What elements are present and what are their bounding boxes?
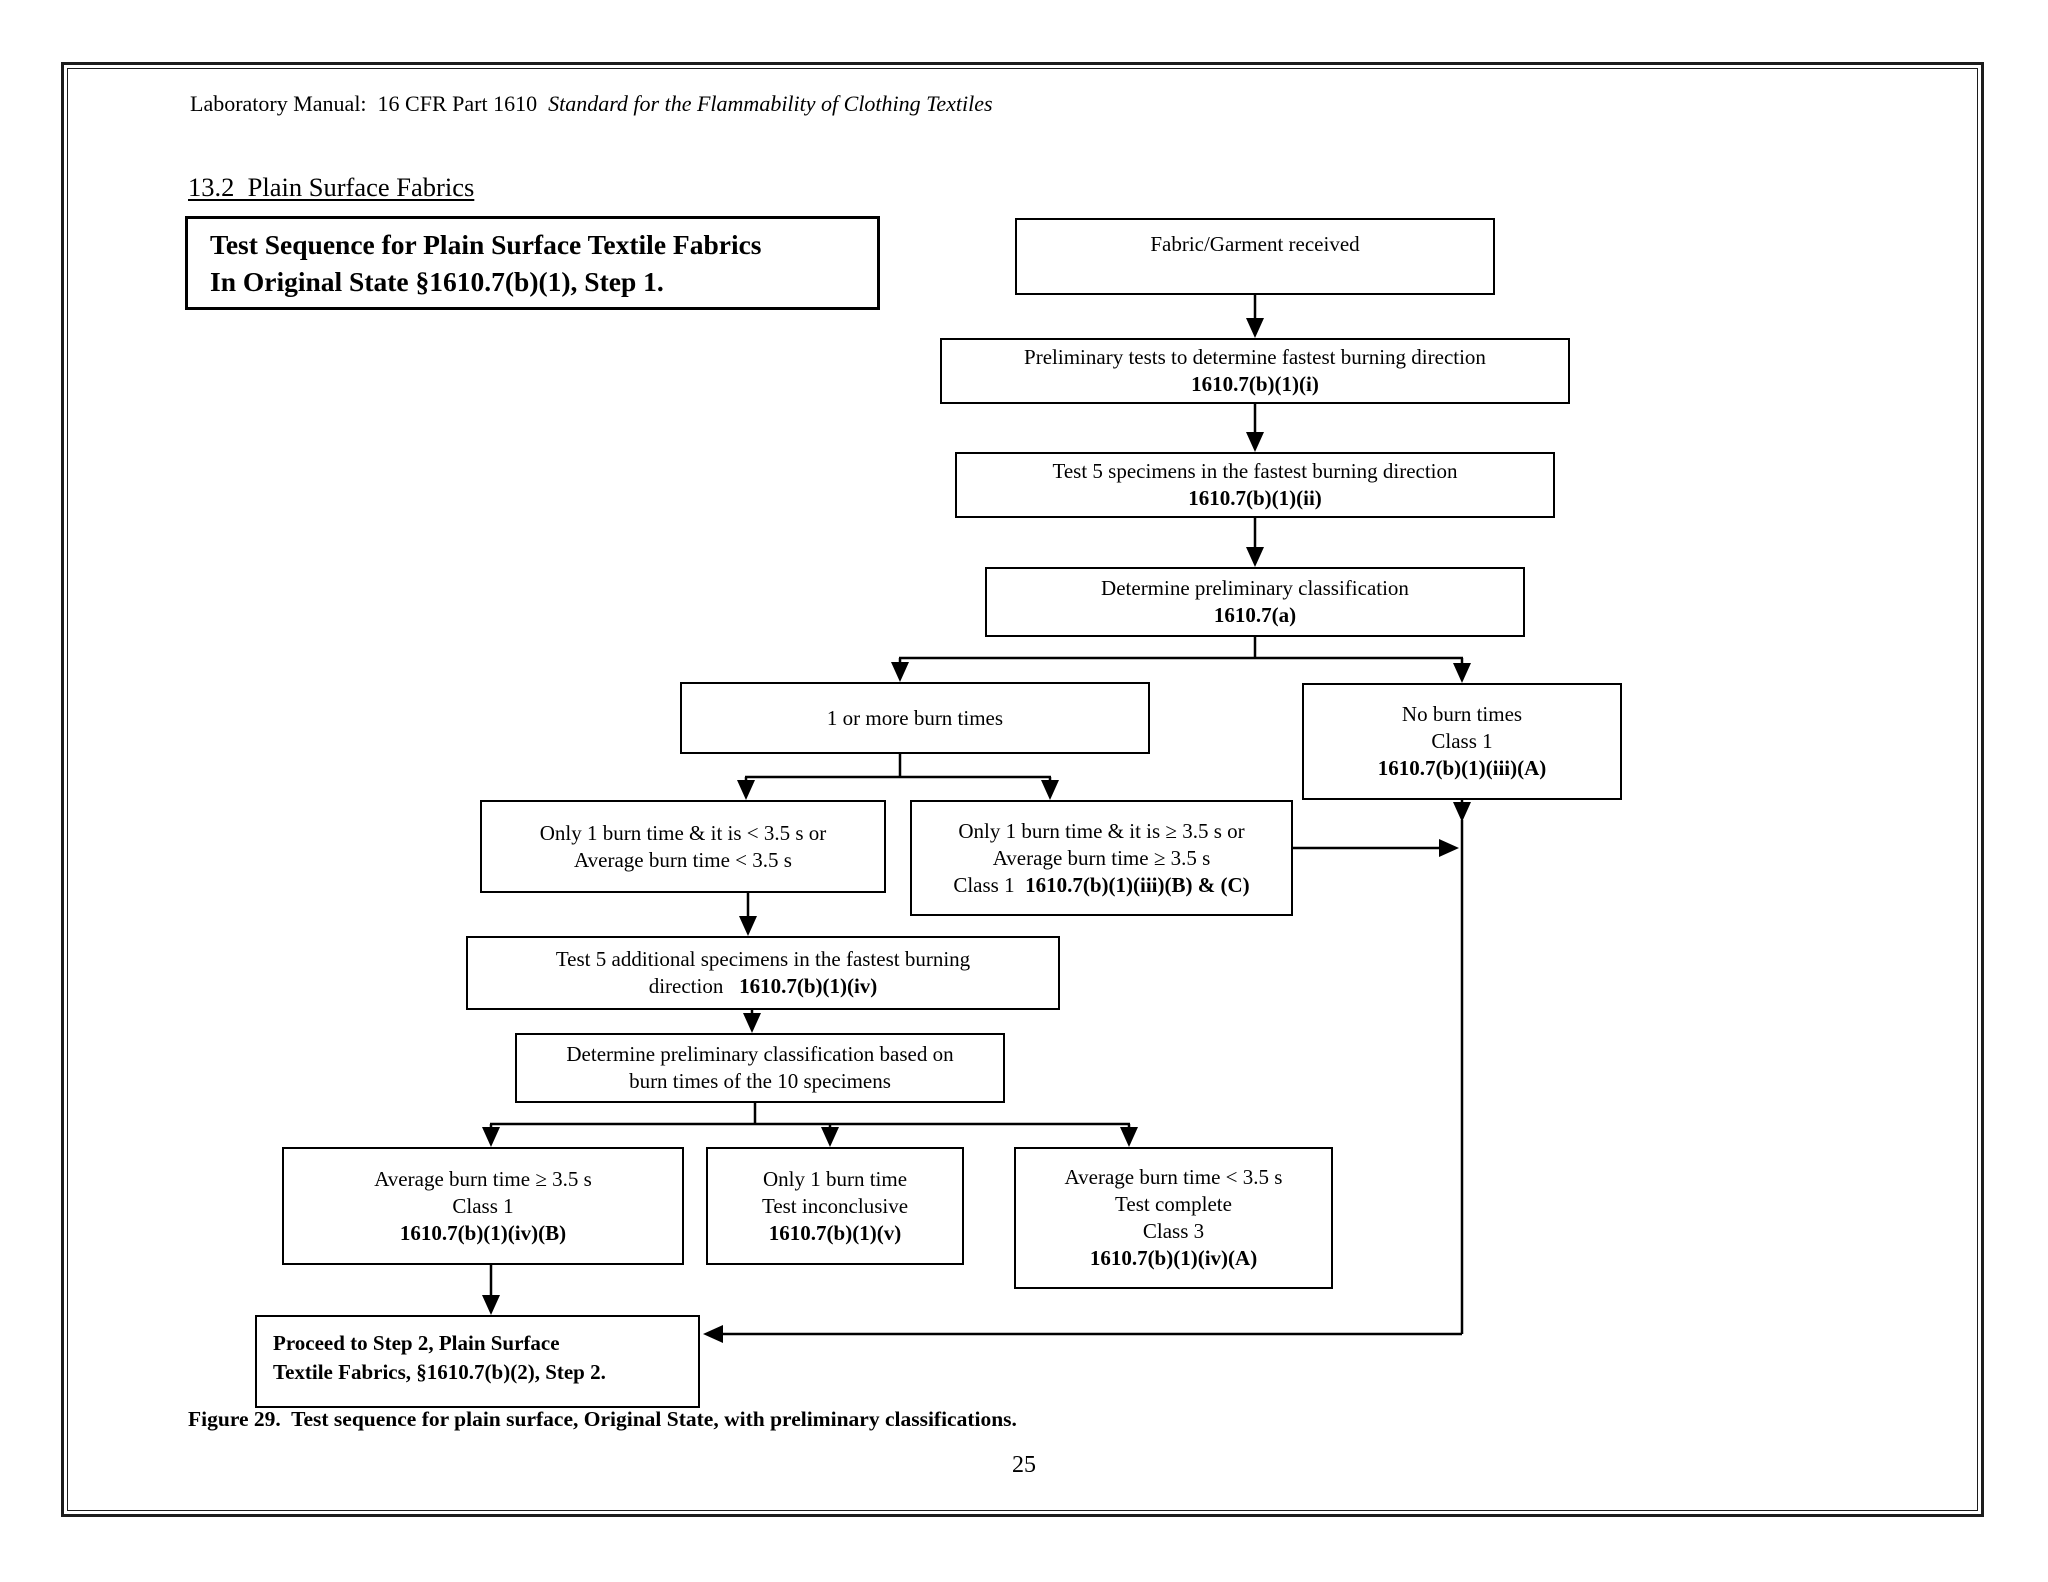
node-text: 1 or more burn times bbox=[826, 705, 1004, 730]
node-text: No burn times bbox=[1401, 702, 1523, 726]
intro-title-box: Test Sequence for Plain Surface Textile … bbox=[185, 216, 880, 310]
node-regulation-ref: 1610.7(b)(1)(v) bbox=[768, 1220, 902, 1245]
intro-title-line1: Test Sequence for Plain Surface Textile … bbox=[210, 229, 762, 260]
page-border-frame bbox=[61, 62, 1984, 1517]
node-text: direction 1610.7(b)(1)(iv) bbox=[649, 973, 878, 1000]
node-regulation-ref: 1610.7(b)(1)(iv) bbox=[739, 974, 878, 998]
node-regulation-ref: 1610.7(b)(1)(ii) bbox=[1188, 486, 1322, 510]
node-determine-preliminary-classification: Determine preliminary classification 161… bbox=[985, 567, 1525, 637]
header-title-italic: Standard for the Flammability of Clothin… bbox=[548, 91, 993, 116]
node-text: Test 5 additional specimens in the faste… bbox=[555, 947, 971, 971]
node-text: Test 5 specimens in the fastest burning … bbox=[1052, 459, 1458, 483]
connector-lines bbox=[489, 295, 1464, 1336]
page-border-inner-line bbox=[67, 68, 1978, 1511]
node-text: Only 1 burn time bbox=[762, 1166, 908, 1191]
node-text: Fabric/Garment received bbox=[1150, 232, 1360, 256]
section-heading: 13.2 Plain Surface Fabrics bbox=[188, 172, 475, 202]
node-only-1-burn-time-lt-3-5: Only 1 burn time & it is < 3.5 s or Aver… bbox=[480, 800, 886, 893]
intro-title-line2: In Original State §1610.7(b)(1), Step 1. bbox=[210, 266, 664, 297]
node-text: Proceed to Step 2, Plain Surface bbox=[273, 1331, 560, 1355]
node-proceed-to-step-2: Proceed to Step 2, Plain Surface Textile… bbox=[255, 1315, 700, 1408]
node-text: Only 1 burn time & it is ≥ 3.5 s or bbox=[958, 818, 1245, 843]
node-test-5-additional-specimens: Test 5 additional specimens in the faste… bbox=[466, 936, 1060, 1010]
node-class-label: Class 1 bbox=[953, 872, 1026, 897]
node-regulation-ref: 1610.7(b)(1)(iii)(A) bbox=[1377, 756, 1547, 780]
node-regulation-ref: 1610.7(b)(1)(iii)(B) & (C) bbox=[1025, 872, 1250, 897]
node-regulation-ref: 1610.7(b)(1)(iv)(B) bbox=[399, 1220, 567, 1245]
node-only-1-burn-time-inconclusive: Only 1 burn time Test inconclusive 1610.… bbox=[706, 1147, 964, 1265]
node-text: Determine preliminary classification bas… bbox=[566, 1042, 954, 1066]
node-text-prefix: direction bbox=[648, 974, 740, 998]
page-header: Laboratory Manual: 16 CFR Part 1610 Stan… bbox=[190, 90, 993, 118]
node-text: Test inconclusive bbox=[761, 1193, 909, 1218]
page-number: 25 bbox=[1012, 1452, 1036, 1478]
node-average-ge-3-5-class-1: Average burn time ≥ 3.5 s Class 1 1610.7… bbox=[282, 1147, 684, 1265]
node-preliminary-tests: Preliminary tests to determine fastest b… bbox=[940, 338, 1570, 404]
node-only-1-burn-time-ge-3-5-class-1: Only 1 burn time & it is ≥ 3.5 s or Aver… bbox=[910, 800, 1293, 916]
node-text: Test complete bbox=[1115, 1192, 1232, 1216]
node-text: Class 1 bbox=[452, 1193, 514, 1218]
node-text: Preliminary tests to determine fastest b… bbox=[1024, 345, 1486, 369]
node-text: Average burn time ≥ 3.5 s bbox=[992, 845, 1211, 870]
node-text: Average burn time < 3.5 s bbox=[574, 847, 792, 872]
node-no-burn-times-class-1: No burn times Class 1 1610.7(b)(1)(iii)(… bbox=[1302, 683, 1622, 800]
node-regulation-ref: 1610.7(b)(1)(i) bbox=[1191, 372, 1319, 396]
node-text: Only 1 burn time & it is < 3.5 s or bbox=[539, 820, 827, 845]
node-text: Textile Fabrics, §1610.7(b)(2), Step 2. bbox=[273, 1360, 606, 1384]
node-regulation-ref: 1610.7(a) bbox=[1213, 603, 1297, 627]
node-text: Class 1 bbox=[1431, 729, 1493, 753]
node-test-5-specimens: Test 5 specimens in the fastest burning … bbox=[955, 452, 1555, 518]
figure-caption: Figure 29. Test sequence for plain surfa… bbox=[188, 1407, 1017, 1431]
node-one-or-more-burn-times: 1 or more burn times bbox=[680, 682, 1150, 754]
node-average-lt-3-5-class-3: Average burn time < 3.5 s Test complete … bbox=[1014, 1147, 1333, 1289]
node-text: Determine preliminary classification bbox=[1101, 576, 1409, 600]
node-text: burn times of the 10 specimens bbox=[629, 1069, 891, 1093]
node-text: Class 1 1610.7(b)(1)(iii)(B) & (C) bbox=[953, 872, 1249, 899]
node-regulation-ref: 1610.7(b)(1)(iv)(A) bbox=[1089, 1246, 1258, 1270]
header-title: Laboratory Manual: 16 CFR Part 1610 bbox=[190, 91, 549, 116]
node-determine-classification-10-specimens: Determine preliminary classification bas… bbox=[515, 1033, 1005, 1103]
node-text: Average burn time ≥ 3.5 s bbox=[374, 1166, 592, 1191]
node-fabric-garment-received: Fabric/Garment received bbox=[1015, 218, 1495, 295]
node-text: Average burn time < 3.5 s bbox=[1064, 1165, 1283, 1189]
node-text: Class 3 bbox=[1142, 1219, 1205, 1243]
